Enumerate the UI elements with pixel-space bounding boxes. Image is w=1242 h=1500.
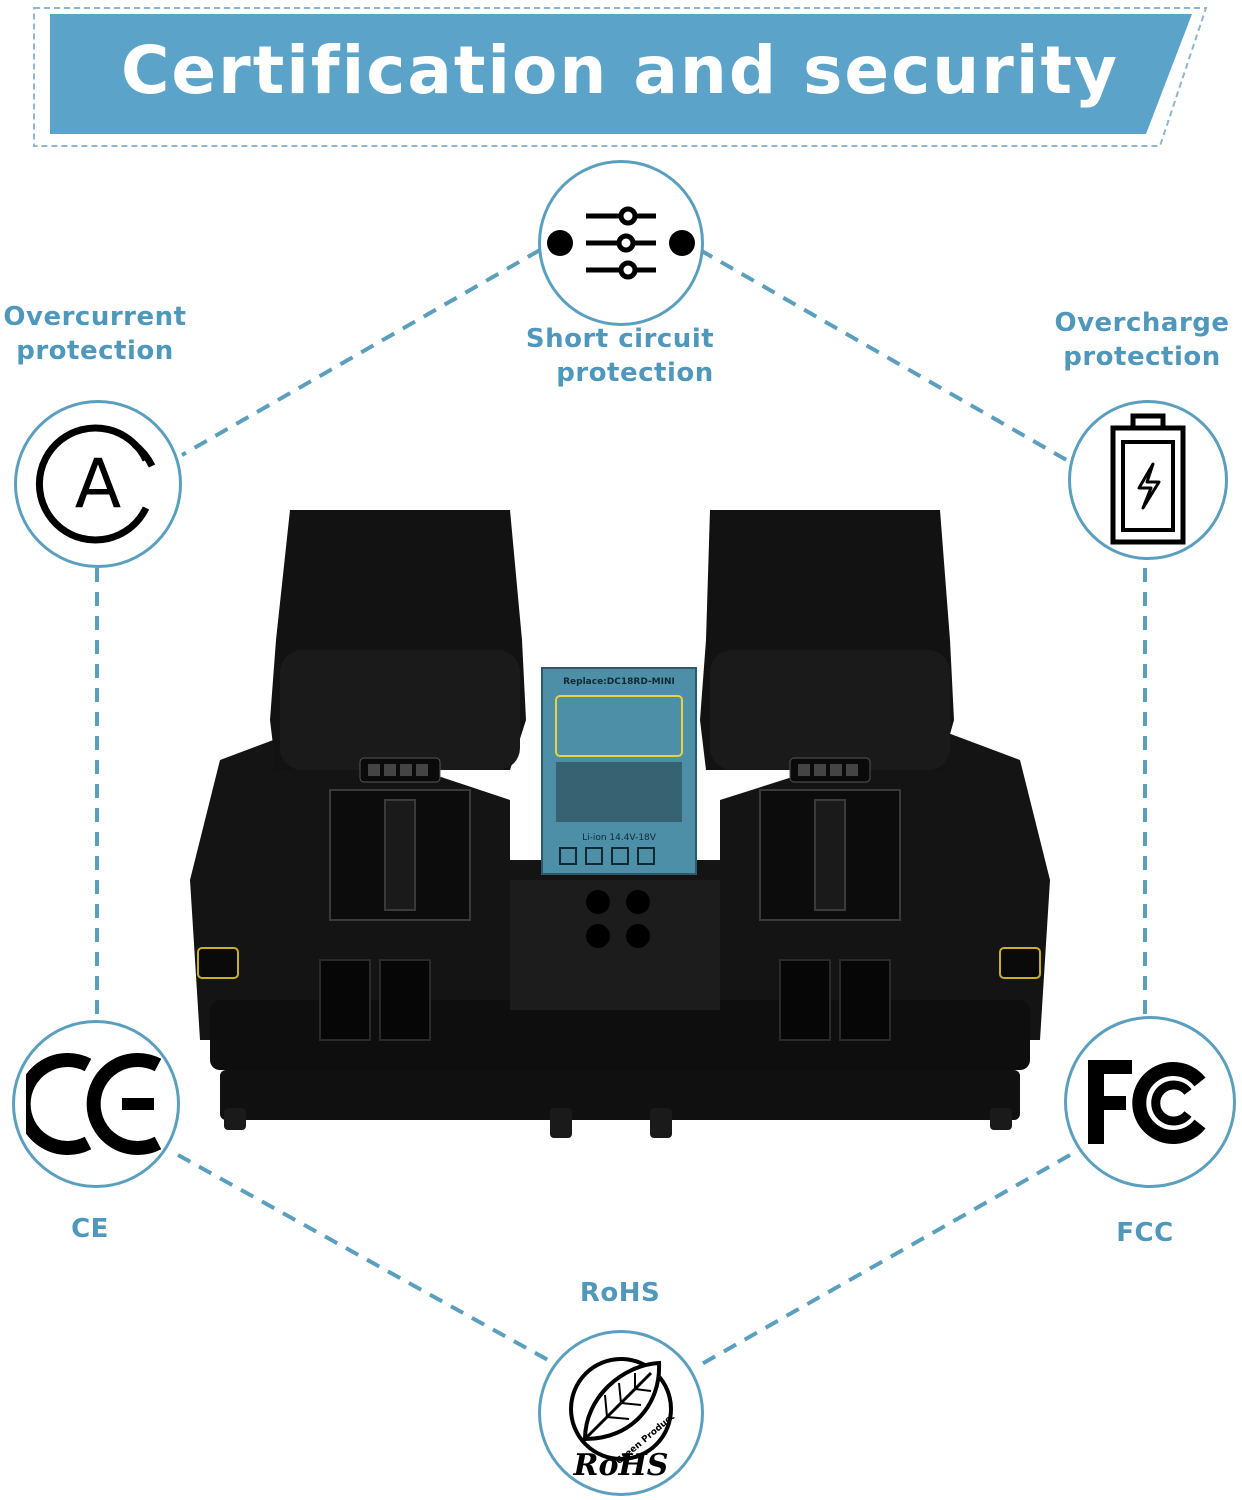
right-battery — [700, 510, 954, 783]
short-circuit-node — [538, 160, 704, 326]
ce-label: CE — [71, 1214, 109, 1244]
overcurrent-label: Overcurrent protection — [0, 300, 190, 368]
short-circuit-label: Short circuit protection — [500, 322, 740, 390]
fcc-label: FCC — [1116, 1218, 1174, 1248]
fcc-mark-icon — [1088, 1060, 1206, 1144]
ce-mark-icon — [26, 1053, 162, 1155]
overcurrent-label-line1: Overcurrent — [3, 302, 187, 332]
header-banner: Certification and security — [0, 0, 1242, 160]
fcc-node — [1064, 1016, 1236, 1188]
short-circuit-label-line1: Short circuit — [525, 324, 715, 354]
charger-illustration: Replace:DC18RD-MINI Li-ion 14.4V-18V — [190, 510, 1050, 1138]
sliders-icon — [547, 206, 695, 280]
charger-label-panel — [541, 667, 697, 875]
ampere-icon: A — [35, 424, 156, 544]
rohs-node: Green Product RoHS — [538, 1330, 704, 1496]
rohs-mark-text: RoHS — [573, 1448, 669, 1483]
battery-charge-icon — [1110, 413, 1186, 545]
overcurrent-label-line2: protection — [16, 336, 174, 366]
panel-title: Replace:DC18RD-MINI — [563, 677, 675, 687]
short-circuit-label-line2: protection — [556, 358, 714, 388]
rohs-label: RoHS — [579, 1278, 661, 1308]
banner-title: Certification and security — [120, 31, 1120, 109]
banner-shape — [33, 7, 1208, 147]
left-battery — [270, 510, 526, 783]
overcharge-label-line1: Overcharge — [1054, 308, 1230, 338]
rohs-leaf-icon: Green Product RoHS — [569, 1357, 678, 1483]
overcharge-label: Overcharge protection — [1042, 306, 1242, 374]
ampere-letter: A — [75, 445, 122, 524]
ce-node — [12, 1020, 180, 1188]
panel-voltage: Li-ion 14.4V-18V — [582, 833, 657, 843]
overcharge-node — [1068, 400, 1228, 560]
overcurrent-node: A — [14, 400, 182, 568]
overcharge-label-line2: protection — [1063, 342, 1221, 372]
dual-charger-image: Replace:DC18RD-MINI Li-ion 14.4V-18V — [180, 500, 1060, 1145]
